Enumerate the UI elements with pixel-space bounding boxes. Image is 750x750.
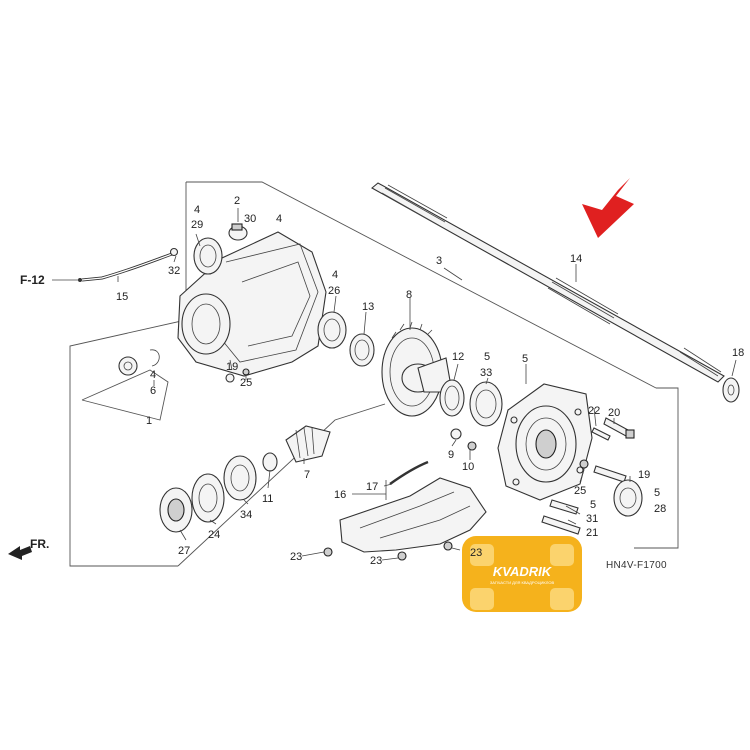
callout: 4 [194, 204, 200, 216]
callout: 5 [522, 353, 528, 365]
logo-text: KVADRIK [493, 564, 553, 579]
callout: 28 [654, 503, 666, 515]
callout: 19 [638, 469, 650, 481]
callout: 24 [208, 529, 220, 541]
callout: 12 [452, 351, 464, 363]
washer-18 [722, 377, 740, 403]
callout: 5 [654, 487, 660, 499]
callout: 29 [191, 219, 203, 231]
leader-lines [117, 208, 737, 561]
callout: 32 [168, 265, 180, 277]
breather-tube [81, 247, 179, 282]
callout-labels: 4 29 2 30 4 32 15 3 14 18 4 26 13 8 12 5… [116, 195, 744, 567]
callout: 27 [178, 545, 190, 557]
callout: 1 [146, 415, 152, 427]
oil-seal-29 [193, 237, 223, 275]
callout: 21 [586, 527, 598, 539]
diagram-code: HN4V-F1700 [606, 560, 667, 571]
callout: 19 [226, 361, 238, 373]
gear-case-cover [497, 383, 593, 501]
callout: 25 [574, 485, 586, 497]
callout: 6 [150, 385, 156, 397]
reference-label: F-12 [20, 273, 45, 287]
front-direction-icon [8, 546, 32, 560]
callout: 9 [448, 449, 454, 461]
bearings-26-13 [317, 311, 375, 367]
logo-subtext: ЗАПЧАСТИ ДЛЯ КВАДРОЦИКЛОВ [490, 580, 555, 585]
callout: 22 [588, 405, 600, 417]
callout: 30 [244, 213, 256, 225]
oil-seal-28 [613, 479, 643, 517]
callout: 8 [406, 289, 412, 301]
kvadrik-logo: KVADRIK ЗАПЧАСТИ ДЛЯ КВАДРОЦИКЛОВ [462, 536, 582, 612]
callout: 2 [234, 195, 240, 207]
callout: 5 [484, 351, 490, 363]
callout: 26 [328, 285, 340, 297]
callout: 4 [332, 269, 338, 281]
callout: 31 [586, 513, 598, 525]
assembly-frames [69, 181, 679, 567]
callout: 4 [150, 369, 156, 381]
callout: 23 [290, 551, 302, 563]
callout: 34 [240, 509, 252, 521]
rear-axle-shaft [371, 182, 740, 403]
bolts [541, 417, 635, 535]
callout: 10 [462, 461, 474, 473]
callout: 17 [366, 481, 378, 493]
callout: 14 [570, 253, 582, 265]
callout: 7 [304, 469, 310, 481]
callout: 20 [608, 407, 620, 419]
callout: 23 [370, 555, 382, 567]
callout: 25 [240, 377, 252, 389]
callout: 3 [436, 255, 442, 267]
direction-label: FR. [30, 537, 49, 551]
callout: 33 [480, 367, 492, 379]
callout: 23 [470, 547, 482, 559]
callout: 5 [590, 499, 596, 511]
callout: 16 [334, 489, 346, 501]
callout: 13 [362, 301, 374, 313]
red-pointer-arrow-icon [582, 178, 634, 238]
callout: 11 [262, 493, 273, 505]
skid-plate [323, 460, 487, 561]
needle-bearing [118, 349, 160, 376]
callout: 18 [732, 347, 744, 359]
callout: 15 [116, 291, 128, 303]
final-gear-case [177, 223, 327, 383]
pinion-assembly [159, 425, 331, 533]
callout: 4 [276, 213, 282, 225]
ring-gear [381, 321, 453, 417]
bearings-12-33 [439, 379, 503, 451]
